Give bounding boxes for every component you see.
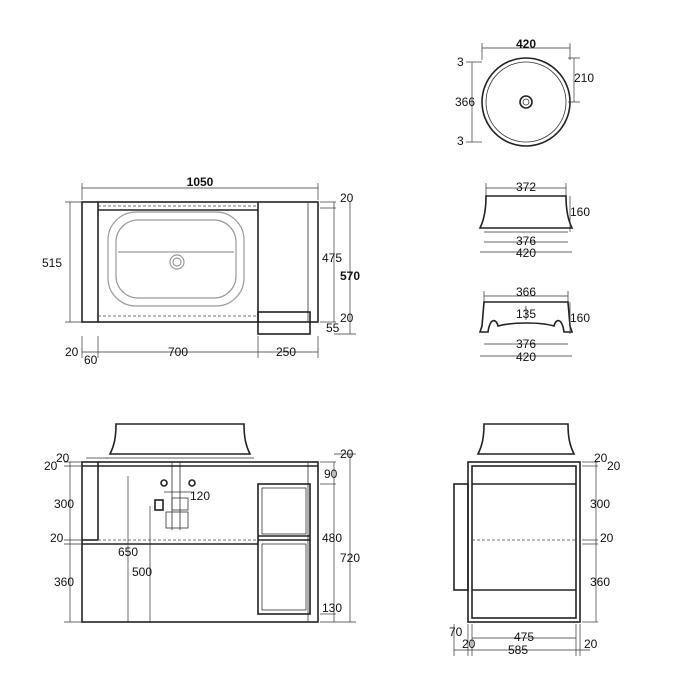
- basin-section-view: 366 135 160 376 420: [478, 285, 590, 364]
- basin-top-inner-label: 366: [455, 95, 475, 109]
- side-bottom-b-label: 20: [584, 637, 598, 651]
- basin-side-view: 372 160 376 420: [478, 180, 590, 260]
- top-bottom-mid-label: 700: [168, 345, 188, 359]
- side-bottom-left-label: 70: [449, 625, 463, 639]
- top-depth-inner-label: 515: [42, 256, 62, 270]
- basin-section-top-label: 366: [516, 285, 536, 299]
- front-total-height-label: 720: [340, 551, 360, 565]
- basin-section-base-label: 376: [516, 337, 536, 351]
- top-width-label: 1050: [187, 175, 214, 189]
- front-elevation-view: 120 650 500 20 20 300 20 360 20 90 480 7…: [44, 423, 360, 623]
- basin-side-base-label: 376: [516, 234, 536, 248]
- basin-side-height-label: 160: [570, 205, 590, 219]
- top-bottom-left-a-label: 20: [65, 345, 79, 359]
- side-total-depth-label: 585: [508, 643, 528, 657]
- front-drain-height-label: 650: [118, 545, 138, 559]
- basin-section-width-label: 420: [516, 350, 536, 364]
- basin-section-height-label: 160: [570, 311, 590, 325]
- top-bottom-left-b-label: 60: [84, 353, 98, 367]
- basin-section-inner-depth-label: 135: [516, 307, 536, 321]
- side-top-b-label: 20: [607, 459, 621, 473]
- side-inner-depth-label: 475: [514, 630, 534, 644]
- top-right-bottom-b-label: 55: [326, 321, 340, 335]
- side-top-a-label: 20: [594, 451, 608, 465]
- basin-top-diameter-label: 420: [516, 37, 536, 51]
- front-pipe-spacing-label: 120: [190, 489, 210, 503]
- basin-side-top-label: 372: [516, 180, 536, 194]
- top-right-top-label: 20: [340, 191, 354, 205]
- front-top-gap-b-label: 20: [56, 451, 70, 465]
- top-depth-basin-label: 475: [322, 251, 342, 265]
- side-bottom-a-label: 20: [462, 637, 476, 651]
- basin-top-view: 420 210 366 3 3: [455, 37, 594, 148]
- front-right-top-label: 20: [340, 447, 354, 461]
- basin-top-rim-bottom-label: 3: [457, 134, 464, 148]
- front-right-a-label: 90: [324, 467, 338, 481]
- side-mid-label: 20: [600, 531, 614, 545]
- top-right-bottom-a-label: 20: [340, 311, 354, 325]
- front-top-gap-a-label: 20: [44, 459, 58, 473]
- basin-side-width-label: 420: [516, 246, 536, 260]
- side-elevation-view: 20 20 300 20 360 70 20 475 20 585: [449, 423, 621, 657]
- front-drawer-top-label: 300: [54, 497, 74, 511]
- top-bottom-right-label: 250: [276, 345, 296, 359]
- front-right-b-label: 480: [322, 531, 342, 545]
- basin-top-radius-label: 210: [574, 71, 594, 85]
- front-waste-height-label: 500: [132, 565, 152, 579]
- front-right-c-label: 130: [322, 601, 342, 615]
- basin-top-rim-top-label: 3: [457, 55, 464, 69]
- front-divider-label: 20: [50, 531, 64, 545]
- side-lower-label: 360: [590, 575, 610, 589]
- front-drawer-bottom-label: 360: [54, 575, 74, 589]
- side-upper-label: 300: [590, 497, 610, 511]
- top-depth-total-label: 570: [340, 269, 360, 283]
- top-plan-view: 1050 515 20 475 570 20 55: [42, 175, 360, 367]
